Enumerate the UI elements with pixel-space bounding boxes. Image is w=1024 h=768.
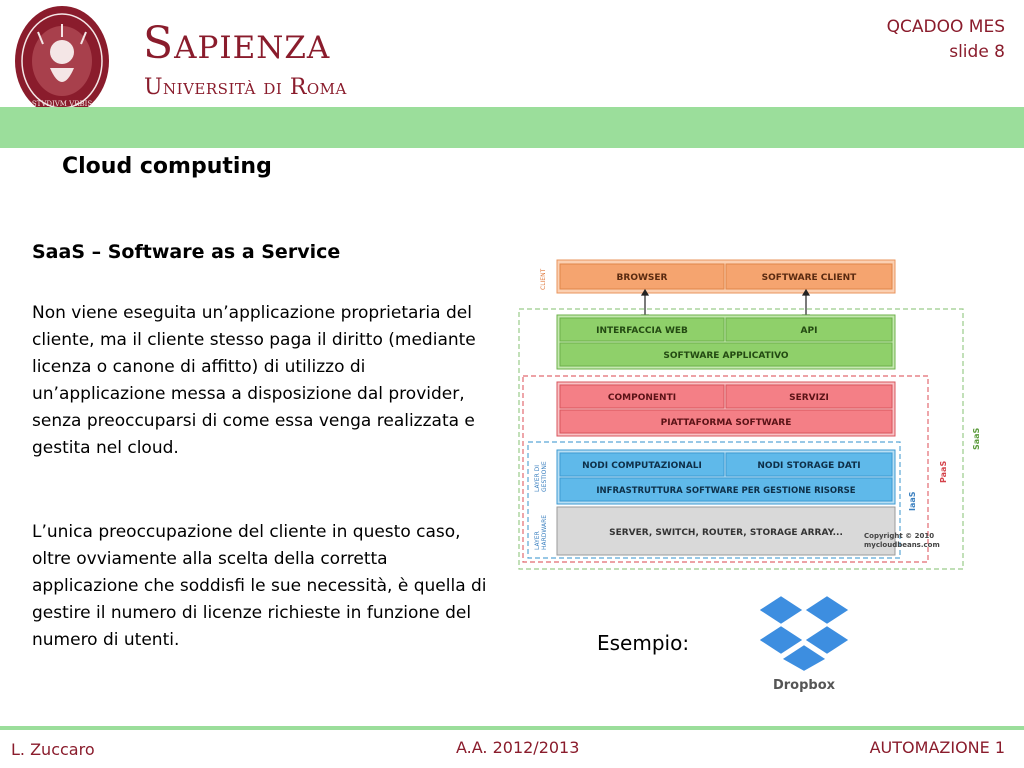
sapienza-wordmark: Sapienza xyxy=(143,18,331,69)
sapienza-seal-logo: STVDIVM VRBIS xyxy=(15,6,109,116)
layer-gestione-label: LAYER DI GESTIONE xyxy=(534,461,548,492)
nodi-storage-dati-label: NODI STORAGE DATI xyxy=(757,461,860,471)
universita-wordmark: Università di Roma xyxy=(144,75,347,100)
paas-zone xyxy=(522,375,929,563)
interfaccia-web-box xyxy=(559,317,725,342)
hardware-label: SERVER, SWITCH, ROUTER, STORAGE ARRAY... xyxy=(609,528,843,538)
nodi-storage-dati-box xyxy=(725,452,893,477)
componenti-box xyxy=(559,384,725,409)
hardware-layer xyxy=(556,506,896,556)
copyright-line-2: mycloudbeans.com xyxy=(864,541,940,549)
section-heading: SaaS – Software as a Service xyxy=(32,241,341,263)
slide-info: QCADOO MES slide 8 xyxy=(887,15,1005,65)
client-layer-label: CLIENT xyxy=(540,268,547,290)
infrastruttura-box xyxy=(559,477,893,502)
footer-author: L. Zuccaro xyxy=(11,740,95,759)
seal-text: STVDIVM VRBIS xyxy=(32,100,93,108)
footer-academic-year: A.A. 2012/2013 xyxy=(456,738,580,757)
layer-gestione-line-1: LAYER DI xyxy=(534,465,541,492)
dropbox-wordmark: Dropbox xyxy=(773,678,836,693)
copyright-line-1: Copyright © 2010 xyxy=(864,532,934,540)
footer-divider xyxy=(0,726,1024,730)
software-applicativo-label: SOFTWARE APPLICATIVO xyxy=(663,351,789,361)
page-title: Cloud computing xyxy=(62,154,272,179)
iaas-side-label: IaaS xyxy=(908,491,917,511)
slide-number: slide 8 xyxy=(949,42,1005,62)
layer-hardware-label: LAYER HARDWARE xyxy=(534,515,548,550)
servizi-box xyxy=(725,384,893,409)
software-applicativo-box xyxy=(559,342,893,367)
piattaforma-software-box xyxy=(559,409,893,434)
iaas-zone xyxy=(527,441,901,559)
dropbox-logo: Dropbox xyxy=(757,594,851,693)
header-band xyxy=(0,107,1024,148)
example-label: Esempio: xyxy=(597,631,690,655)
paragraph: L’unica preoccupazione del cliente in qu… xyxy=(32,522,487,650)
layer-hardware-line-2: HARDWARE xyxy=(541,515,548,550)
software-client-label: SOFTWARE CLIENT xyxy=(762,273,857,283)
layer-gestione-line-2: GESTIONE xyxy=(541,461,548,492)
saas-side-label: SaaS xyxy=(972,427,981,450)
nodi-computazionali-box xyxy=(559,452,725,477)
componenti-label: COMPONENTI xyxy=(608,393,676,403)
api-label: API xyxy=(801,326,818,336)
api-box xyxy=(725,317,893,342)
servizi-label: SERVIZI xyxy=(789,393,829,403)
nodi-computazionali-label: NODI COMPUTAZIONALI xyxy=(582,461,702,471)
paragraph: Non viene eseguita un’applicazione propr… xyxy=(32,303,476,458)
browser-label: BROWSER xyxy=(617,273,668,283)
course-name: QCADOO MES xyxy=(886,17,1005,37)
infrastruttura-label: INFRASTRUTTURA SOFTWARE PER GESTIONE RIS… xyxy=(596,486,855,496)
piattaforma-software-label: PIATTAFORMA SOFTWARE xyxy=(661,418,792,428)
cloud-stack-diagram: CLIENT BROWSER SOFTWARE CLIENT INTERFACC… xyxy=(514,254,986,574)
browser-box xyxy=(559,263,725,290)
layer-hardware-line-1: LAYER xyxy=(534,531,541,550)
footer-course: AUTOMAZIONE 1 xyxy=(869,738,1005,757)
interfaccia-web-label: INTERFACCIA WEB xyxy=(596,326,688,336)
software-client-box xyxy=(725,263,893,290)
paas-side-label: PaaS xyxy=(939,461,948,483)
